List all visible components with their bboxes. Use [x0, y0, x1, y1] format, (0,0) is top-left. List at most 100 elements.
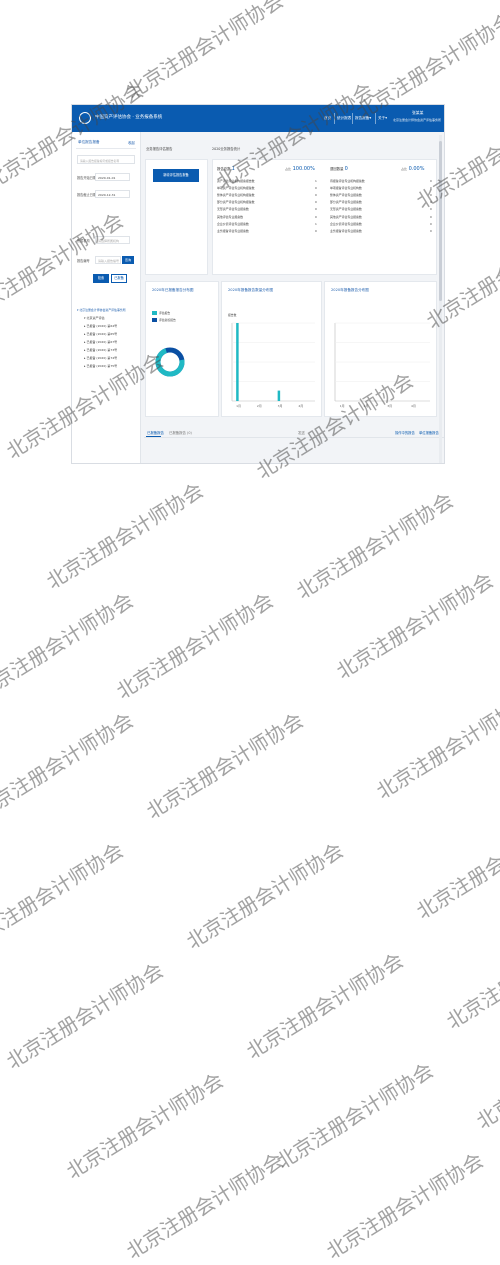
watermark-text: 北京注册会计师协会	[472, 1018, 500, 1134]
inline-query-button[interactable]: 查询	[122, 256, 134, 264]
stat-row-value: 0	[315, 193, 317, 198]
watermark-text: 北京注册会计师协会	[412, 808, 500, 924]
active-tab-underline	[146, 436, 161, 437]
tick-label: 4月	[298, 404, 303, 408]
pct-value: 100.00%	[292, 166, 315, 172]
search-input[interactable]: 请输入报告报备编号或报告名称	[77, 155, 135, 164]
stat-row-label: 业务报备评估专业报备数	[217, 228, 249, 233]
tree-item[interactable]: ▸ 已报备 (2020) 第64号	[84, 323, 118, 328]
scroll-thumb[interactable]	[439, 141, 442, 301]
tick-label: 1月	[236, 404, 241, 408]
returned-reports-pct: 占比 0.00%	[401, 166, 425, 172]
logo-icon	[79, 112, 91, 124]
user-name[interactable]: 张某某	[412, 110, 424, 115]
pending-reports-link[interactable]: 操作中的报告	[395, 431, 415, 435]
watermark-text: 北京注册会计师协会	[42, 478, 208, 594]
watermark-text: 北京注册会计师协会	[242, 948, 408, 1064]
end-date-field[interactable]: 2020-12-31	[95, 190, 130, 198]
pie-chart-card: 2020年已报备报告分布图 评估报告 评估复核报告	[145, 281, 219, 417]
breadcrumb: 业务报告评估报告	[146, 147, 173, 151]
chevron-down-icon: ▾	[385, 116, 387, 120]
stat-row-value: 0	[430, 179, 432, 183]
sidebar-collapse-link[interactable]: 收起	[128, 141, 135, 145]
pct-value: 0.00%	[408, 166, 425, 172]
watermark-text: 北京注册会计师协会	[292, 488, 458, 604]
nav-divider	[375, 113, 376, 124]
tab-filed[interactable]: 已报备报告	[147, 431, 164, 435]
watermark-text: 北京注册会计师协会	[442, 918, 500, 1034]
watermark-text: 北京注册会计师协会	[112, 588, 278, 704]
pie-chart	[155, 347, 185, 377]
watermark-text: 北京注册会计师协会	[182, 838, 348, 954]
stat-row-value: 0	[430, 207, 432, 212]
legend-label: 评估报告	[159, 311, 171, 315]
stat-row-label: 部分资产评估专业机构报备数	[217, 200, 255, 205]
action-card: 新增评估报告报备	[145, 159, 208, 275]
stat-row-value: 0	[430, 193, 432, 198]
nav-about[interactable]: 关于▾	[378, 116, 387, 121]
stat-row-value: 0	[430, 228, 432, 233]
tree-root[interactable]: ▾ 北京注册会计师协会资产评估事务所	[77, 308, 126, 312]
start-date-field[interactable]: 2020-01-01	[95, 173, 130, 181]
app-screen: 中国资产评估协会 · 业务报备系统 首页 统计报表 报告报备▾ 关于▾ 张某某 …	[71, 104, 445, 464]
stat-row-value: 0	[315, 207, 317, 212]
query-button[interactable]: 检索	[93, 274, 109, 283]
tree-item[interactable]: ▸ 已报备 (2020) 第75号	[84, 363, 118, 368]
nav-about-label: 关于	[378, 116, 386, 120]
legend-swatch	[152, 311, 157, 315]
unit-reports-link[interactable]: 单位报备报告	[419, 431, 439, 435]
nav-home[interactable]: 首页	[324, 116, 332, 120]
tree-item-label: 北京资产评估	[86, 315, 105, 320]
pct-label: 占比	[401, 167, 408, 171]
tick-label: 2月	[364, 404, 369, 408]
watermark-text: 北京注册会计师协会	[272, 1058, 438, 1174]
tree-item[interactable]: ▸ 已报备 (2020) 第73号	[84, 347, 118, 352]
chart-title: 2020年已报备报告分布图	[152, 288, 194, 292]
pie-slice	[155, 347, 185, 377]
firm-select[interactable]: 请选择所属机构	[95, 236, 130, 244]
tree-item[interactable]: ▸ 已报备 (2020) 第67号	[84, 339, 118, 344]
tree-item-label: 已报备 (2020) 第64号	[86, 323, 118, 328]
stat-row-label: 资产评估专业机构报备报告数	[217, 179, 255, 183]
tick-label: 1月	[340, 404, 345, 408]
total-reports-label: 报告总数	[217, 167, 231, 171]
tree-item[interactable]: ▸ 已报备 (2020) 第65号	[84, 331, 118, 336]
stat-row-label: 企业价值评估专业报备数	[217, 221, 249, 226]
divider	[76, 148, 136, 149]
report-no-field[interactable]: 请输入报告编号	[95, 256, 121, 264]
stat-row-value: 0	[315, 228, 317, 233]
bar	[277, 390, 281, 401]
nav-filing[interactable]: 报告报备▾	[355, 116, 371, 121]
filed-button[interactable]: 已报备	[111, 274, 127, 283]
chart-title: 2020年报备报告数量分布图	[228, 288, 274, 292]
nav-reports[interactable]: 统计报表	[337, 116, 352, 120]
bar	[236, 323, 239, 401]
watermark-text: 北京注册会计师协会	[122, 1148, 288, 1264]
nav-divider	[334, 113, 335, 124]
watermark-text: 北京注册会计师协会	[0, 588, 138, 704]
system-title: 中国资产评估协会 · 业务报备系统	[95, 115, 163, 120]
tab-send[interactable]: 发送	[298, 431, 305, 435]
tree-item-label: 已报备 (2020) 第67号	[86, 339, 118, 344]
total-reports: 报告总数 1	[217, 166, 235, 172]
tree-item[interactable]: ▾ 北京资产评估	[84, 315, 105, 320]
returned-reports-value: 0	[344, 166, 348, 172]
new-report-button[interactable]: 新增评估报告报备	[153, 169, 199, 182]
watermark-text: 北京注册会计师协会	[122, 0, 288, 104]
tree-item-label: 已报备 (2020) 第65号	[86, 331, 118, 336]
tree-item[interactable]: ▸ 已报备 (2020) 第74号	[84, 355, 118, 360]
stat-row-label: 整体资产评估专业机构报备数	[217, 193, 255, 198]
total-reports-pct: 占比 100.00%	[285, 166, 315, 172]
chevron-down-icon: ▾	[369, 116, 372, 120]
tab-other[interactable]: 已报备报告 (0)	[169, 431, 192, 435]
stat-row-value: 1	[315, 179, 317, 183]
tree-item-label: 已报备 (2020) 第74号	[86, 355, 118, 360]
stat-row-label: 单项资产评估专业机构报备数	[217, 186, 255, 191]
watermark-text: 北京注册会计师协会	[142, 708, 308, 824]
total-reports-value: 1	[231, 166, 235, 172]
stat-row-label: 单项报备评估专业机构数	[330, 186, 362, 191]
returned-reports: 退回数量 0	[330, 166, 348, 172]
scrollbar[interactable]	[439, 135, 442, 463]
